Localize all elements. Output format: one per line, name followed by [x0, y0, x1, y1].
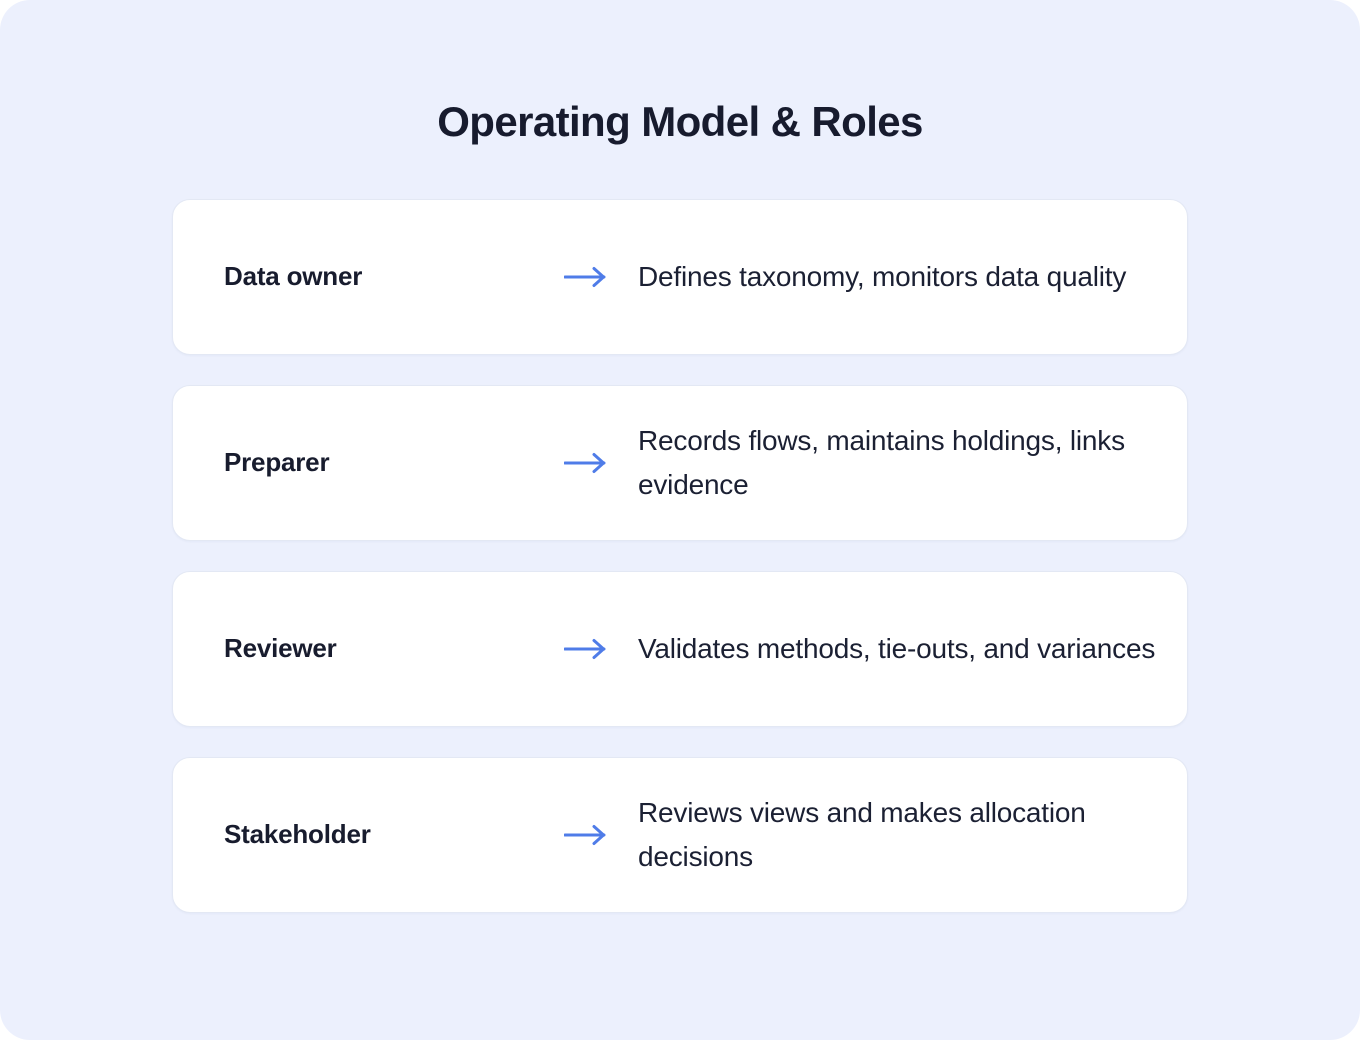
- role-label: Stakeholder: [224, 819, 371, 850]
- right-arrow-icon: [554, 452, 618, 474]
- role-description: Records flows, maintains holdings, links…: [638, 425, 1125, 501]
- roles-list: Data owner Defines taxonomy, monitors da…: [172, 146, 1188, 914]
- role-label: Data owner: [224, 261, 363, 292]
- page-title: Operating Model & Roles: [437, 98, 923, 145]
- list-item[interactable]: Data owner Defines taxonomy, monitors da…: [172, 199, 1188, 356]
- list-item[interactable]: Stakeholder Reviews views and makes allo…: [172, 757, 1188, 914]
- list-item[interactable]: Preparer Records flows, maintains holdin…: [172, 385, 1188, 542]
- right-arrow-icon: [554, 266, 618, 288]
- right-arrow-icon: [554, 824, 618, 846]
- role-label: Reviewer: [224, 633, 337, 664]
- role-description: Defines taxonomy, monitors data quality: [638, 261, 1127, 293]
- role-description: Validates methods, tie-outs, and varianc…: [638, 633, 1156, 665]
- right-arrow-icon: [554, 638, 618, 660]
- role-description: Reviews views and makes allocation decis…: [638, 797, 1086, 873]
- role-label: Preparer: [224, 447, 330, 478]
- list-item[interactable]: Reviewer Validates methods, tie-outs, an…: [172, 571, 1188, 728]
